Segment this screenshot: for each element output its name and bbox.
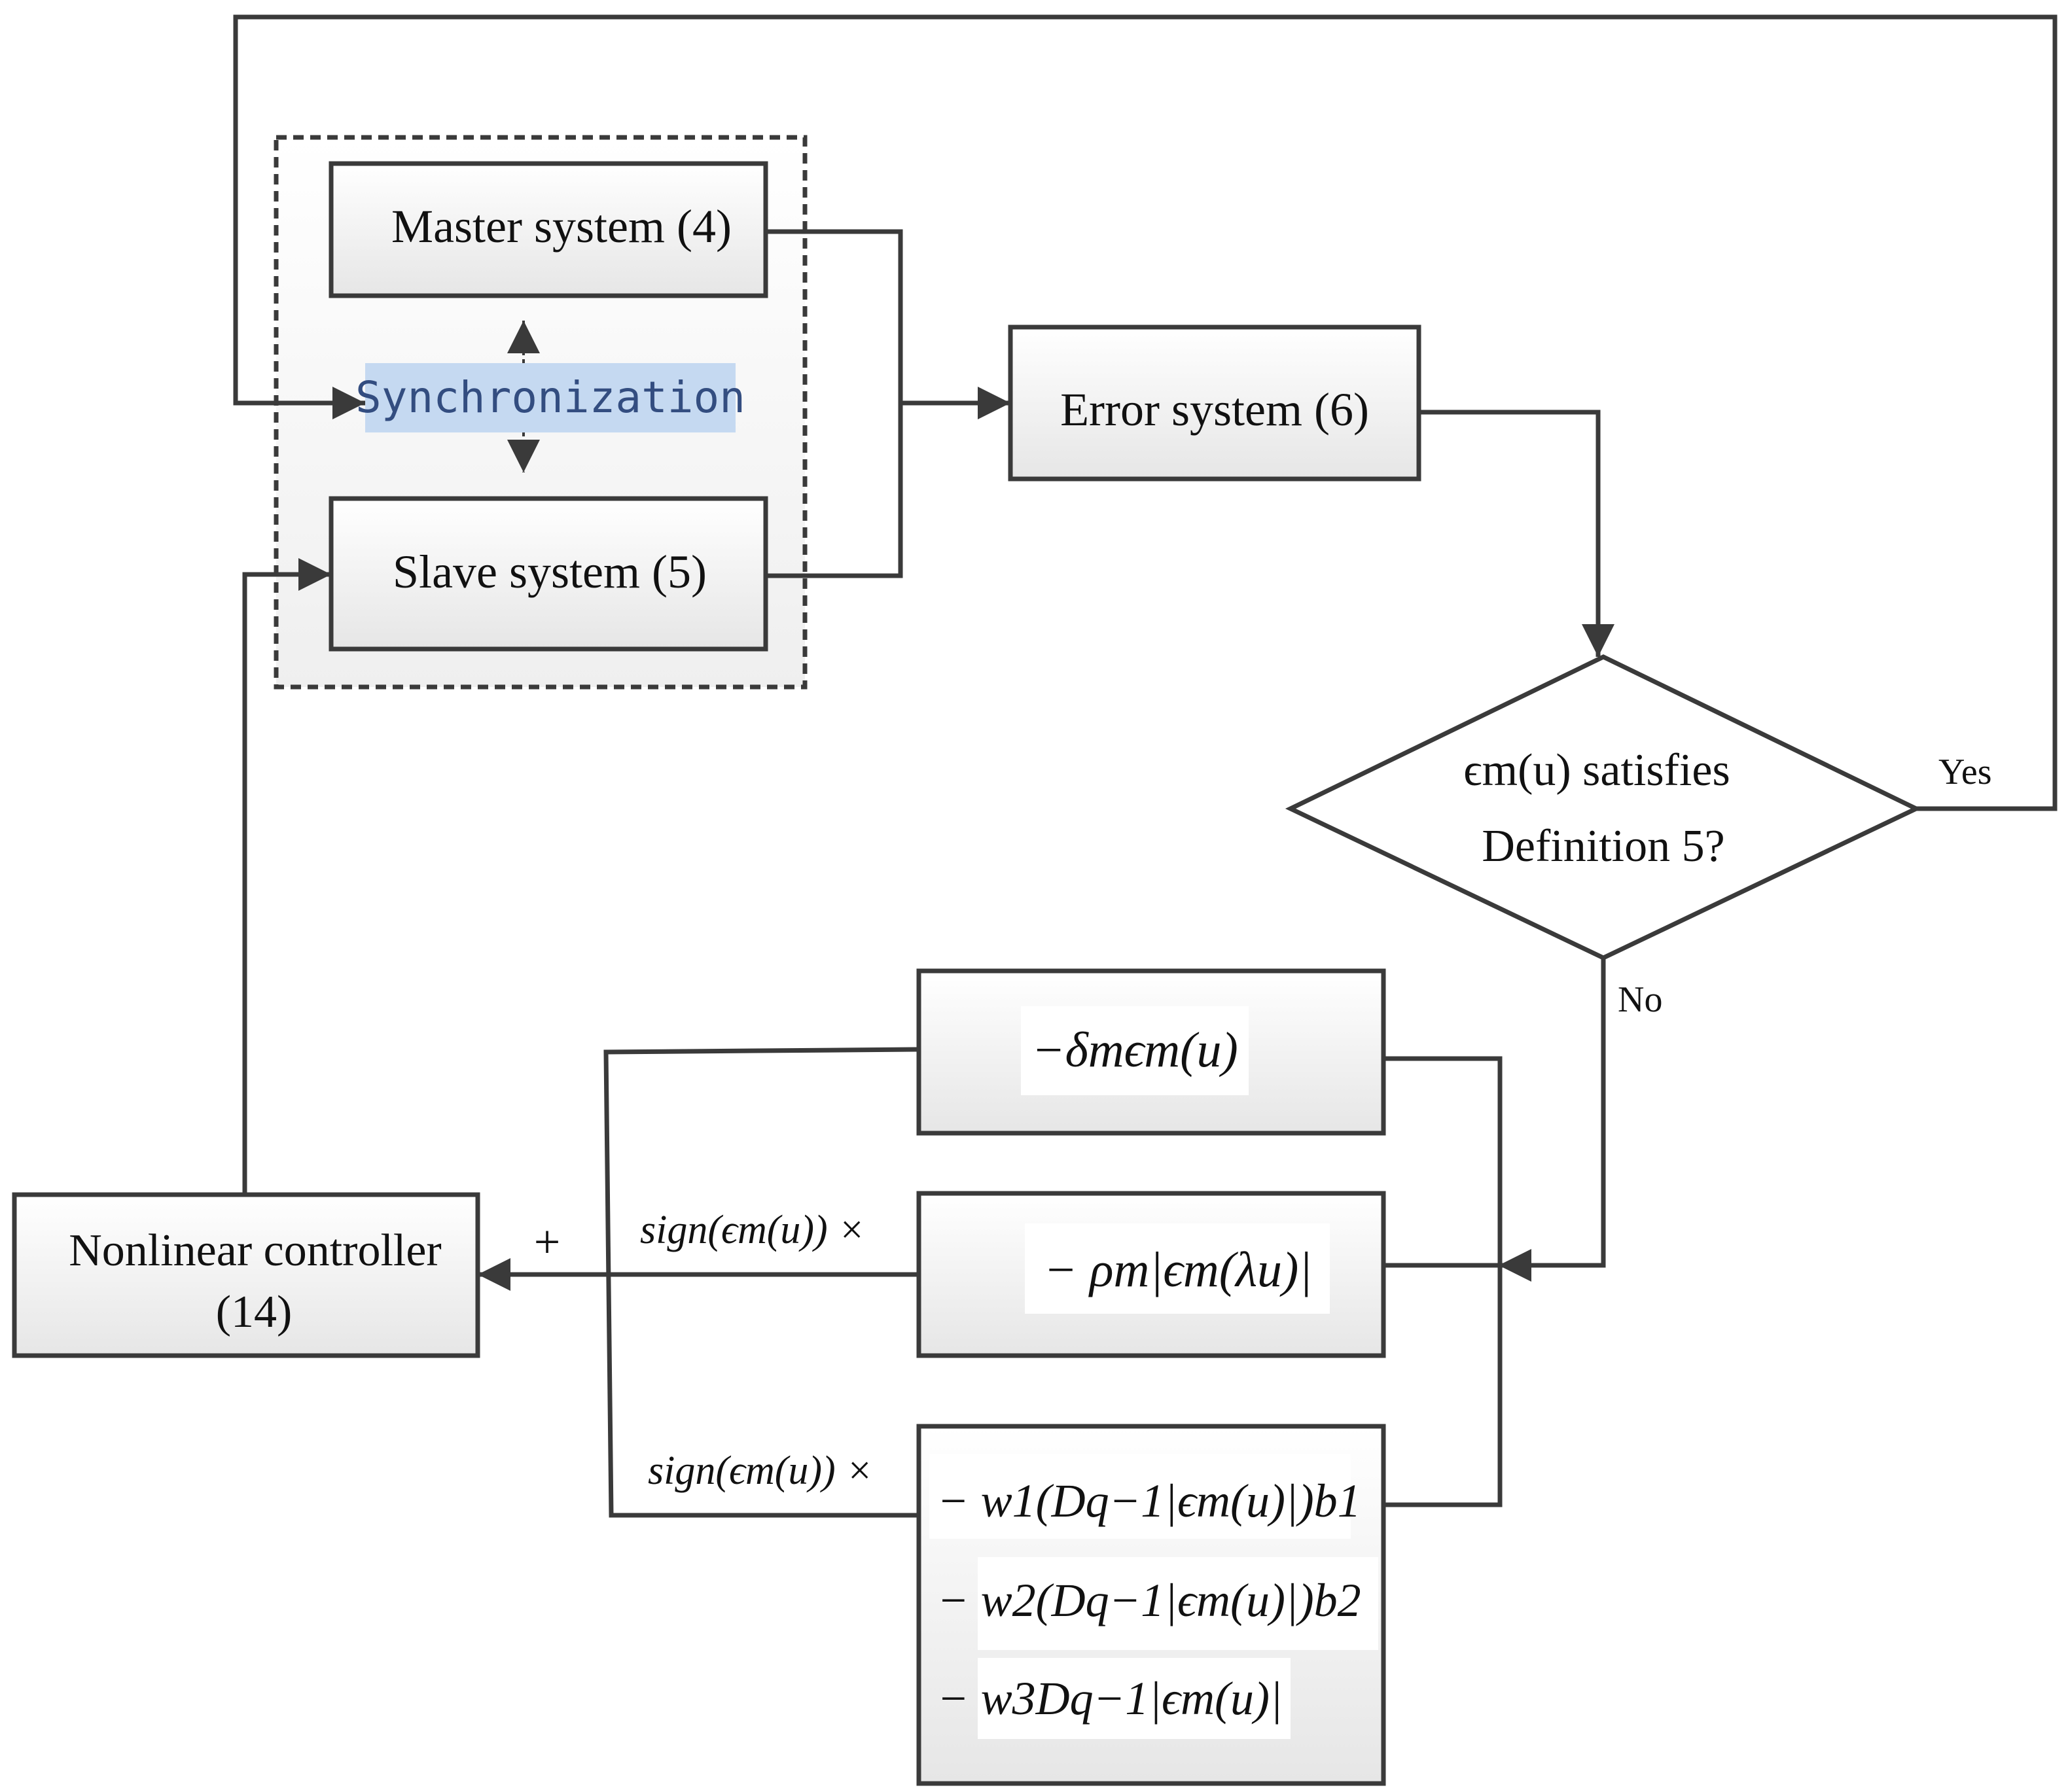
term-box-2-highlight <box>1025 1223 1330 1314</box>
synchronization-highlight <box>365 363 736 432</box>
term-box-3-highlight-a <box>929 1454 1351 1539</box>
no-label: No <box>1618 979 1662 1020</box>
sign-label-top: sign(ϵm(u)) × <box>640 1208 865 1252</box>
slave-system-label: Slave system (5) <box>393 546 707 598</box>
decision-label-line2: Definition 5? <box>1482 821 1724 871</box>
term-box-3-highlight-b <box>978 1557 1378 1650</box>
right-bus <box>1383 1056 1503 1507</box>
slave-system-box <box>329 496 768 652</box>
term-1: −δmϵm(u) <box>1031 1023 1238 1078</box>
arrow-no-branch <box>1499 958 1606 1282</box>
term-3a: − w1(Dq−1|ϵm(u)|)b1 <box>937 1475 1361 1527</box>
arrow-error-to-decision <box>1419 410 1614 657</box>
error-system-box <box>1008 325 1421 482</box>
controller-label-line2: (14) <box>216 1287 293 1337</box>
synchronization-label: Synchronization <box>355 372 745 423</box>
master-system-label: Master system (4) <box>391 200 732 253</box>
plus-label: + <box>534 1216 561 1268</box>
controller-label-line1: Nonlinear controller <box>69 1225 442 1276</box>
arrow-yes-loop <box>233 14 2058 811</box>
yes-label: Yes <box>1938 752 1991 792</box>
term-3b: − w2(Dq−1|ϵm(u)|)b2 <box>937 1574 1361 1626</box>
error-system-label: Error system (6) <box>1060 383 1369 436</box>
term-box-3-highlight-c <box>978 1658 1291 1739</box>
left-bus <box>603 1047 919 1518</box>
master-system-box <box>329 161 768 298</box>
decision-diamond <box>1285 654 1922 960</box>
term-2: − ρm|ϵm(λu)| <box>1044 1242 1312 1297</box>
arrow-controller-to-slave <box>242 558 331 1195</box>
nonlinear-controller-box <box>12 1192 480 1358</box>
decision-label-line1: ϵm(u) satisfies <box>1463 745 1730 796</box>
term-box-1-highlight <box>1021 1006 1249 1095</box>
term-3c: − w3Dq−1|ϵm(u)| <box>937 1672 1283 1725</box>
sign-label-bottom: sign(ϵm(u)) × <box>648 1449 873 1493</box>
